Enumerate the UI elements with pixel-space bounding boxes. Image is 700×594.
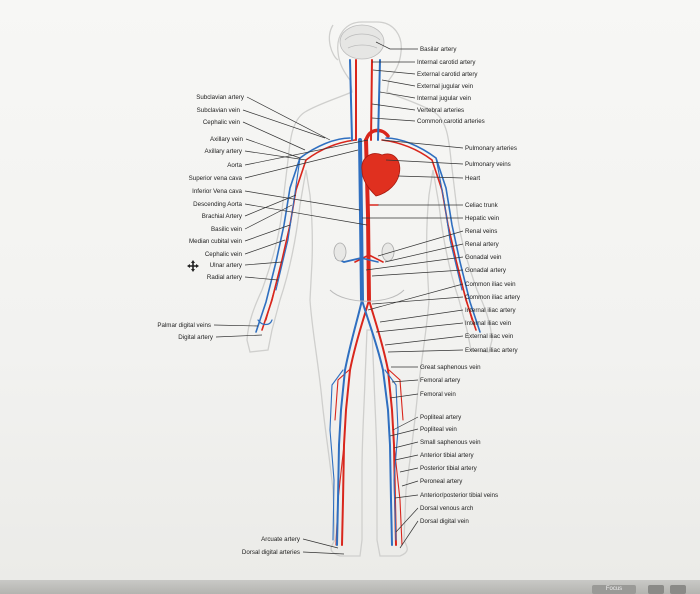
label-ulnar-artery: Ulnar artery bbox=[210, 262, 243, 269]
circulatory-system-diagram: Basilar artery Internal carotid artery E… bbox=[157, 24, 521, 556]
leader-lines bbox=[213, 41, 464, 555]
label-arcuate-artery: Arcuate artery bbox=[261, 536, 301, 543]
label-cephalic-vein-lower: Cephalic vein bbox=[205, 251, 243, 258]
label-aorta: Aorta bbox=[227, 162, 242, 169]
label-internal-iliac-artery: Internal iliac artery bbox=[465, 307, 516, 314]
label-celiac-trunk: Celiac trunk bbox=[465, 202, 499, 209]
label-gonadal-vein: Gonadal vein bbox=[465, 254, 502, 261]
label-femoral-artery: Femoral artery bbox=[420, 377, 461, 384]
label-common-iliac-vein: Common iliac vein bbox=[465, 281, 516, 288]
label-internal-iliac-vein: Internal iliac vein bbox=[465, 320, 512, 327]
label-brachial-artery: Brachial Artery bbox=[202, 213, 243, 220]
label-median-cubital-vein: Median cubital vein bbox=[189, 238, 243, 245]
toolbar-button[interactable] bbox=[670, 585, 686, 594]
label-basilar-artery: Basilar artery bbox=[420, 46, 457, 53]
label-common-iliac-artery: Common iliac artery bbox=[465, 294, 521, 301]
label-vertebral-arteries: Vertebral arteries bbox=[417, 107, 464, 114]
label-gonadal-artery: Gonadal artery bbox=[465, 267, 507, 274]
label-great-saphenous-vein: Great saphenous vein bbox=[420, 364, 481, 371]
venous-network bbox=[255, 59, 481, 546]
label-dorsal-digital-vein: Dorsal digital vein bbox=[420, 518, 469, 525]
label-popliteal-vein: Popliteal vein bbox=[420, 426, 457, 433]
focus-button[interactable]: Focus bbox=[592, 585, 636, 594]
label-internal-jugular-vein: Internal jugular vein bbox=[417, 95, 472, 102]
label-digital-artery: Digital artery bbox=[178, 334, 214, 341]
label-anterior-posterior-tibial-veins: Anterior/posterior tibial veins bbox=[420, 492, 498, 499]
label-axillary-vein: Axillary vein bbox=[210, 136, 244, 143]
label-common-carotid-arteries: Common carotid arteries bbox=[417, 118, 485, 125]
move-cursor-icon[interactable] bbox=[187, 260, 199, 272]
label-descending-aorta: Descending Aorta bbox=[193, 201, 242, 208]
label-posterior-tibial-artery: Posterior tibial artery bbox=[420, 465, 478, 472]
label-cephalic-vein-upper: Cephalic vein bbox=[203, 119, 241, 126]
brain bbox=[339, 24, 385, 60]
left-labels: Subclavian artery Subclavian vein Cephal… bbox=[157, 94, 301, 556]
label-radial-artery: Radial artery bbox=[207, 274, 243, 281]
label-external-jugular-vein: External jugular vein bbox=[417, 83, 474, 90]
right-labels: Basilar artery Internal carotid artery E… bbox=[417, 46, 521, 525]
label-hepatic-vein: Hepatic vein bbox=[465, 215, 500, 222]
label-subclavian-vein: Subclavian vein bbox=[197, 107, 241, 114]
label-axillary-artery: Axillary artery bbox=[205, 148, 243, 155]
label-femoral-vein: Femoral vein bbox=[420, 391, 456, 398]
heart bbox=[361, 153, 401, 197]
label-dorsal-digital-arteries: Dorsal digital arteries bbox=[242, 549, 300, 556]
label-external-carotid-artery: External carotid artery bbox=[417, 71, 478, 78]
label-basilic-vein: Basilic vein bbox=[211, 226, 243, 233]
focus-button-icon[interactable] bbox=[648, 585, 664, 594]
label-peroneal-artery: Peroneal artery bbox=[420, 478, 463, 485]
label-subclavian-artery: Subclavian artery bbox=[196, 94, 245, 101]
label-pulmonary-veins: Pulmonary veins bbox=[465, 161, 511, 168]
label-inferior-vena-cava: Inferior Vena cava bbox=[192, 188, 242, 195]
label-renal-veins: Renal veins bbox=[465, 228, 497, 235]
label-small-saphenous-vein: Small saphenous vein bbox=[420, 439, 481, 446]
bottom-toolbar bbox=[0, 580, 700, 594]
arterial-network bbox=[261, 59, 477, 546]
label-external-iliac-artery: External iliac artery bbox=[465, 347, 519, 354]
label-external-iliac-vein: External iliac vein bbox=[465, 333, 514, 340]
label-popliteal-artery: Popliteal artery bbox=[420, 414, 462, 421]
label-dorsal-venous-arch: Dorsal venous arch bbox=[420, 505, 474, 512]
label-palmar-digital-veins: Palmar digital veins bbox=[157, 322, 211, 329]
focus-button-label: Focus bbox=[605, 586, 623, 592]
label-superior-vena-cava: Superior vena cava bbox=[189, 175, 243, 182]
label-anterior-tibial-artery: Anterior tibial artery bbox=[420, 452, 475, 459]
kidneys bbox=[333, 242, 395, 262]
label-internal-carotid-artery: Internal carotid artery bbox=[417, 59, 476, 66]
label-pulmonary-arteries: Pulmonary arteries bbox=[465, 145, 517, 152]
label-heart: Heart bbox=[465, 175, 480, 182]
label-renal-artery: Renal artery bbox=[465, 241, 500, 248]
pelvis bbox=[329, 289, 405, 302]
